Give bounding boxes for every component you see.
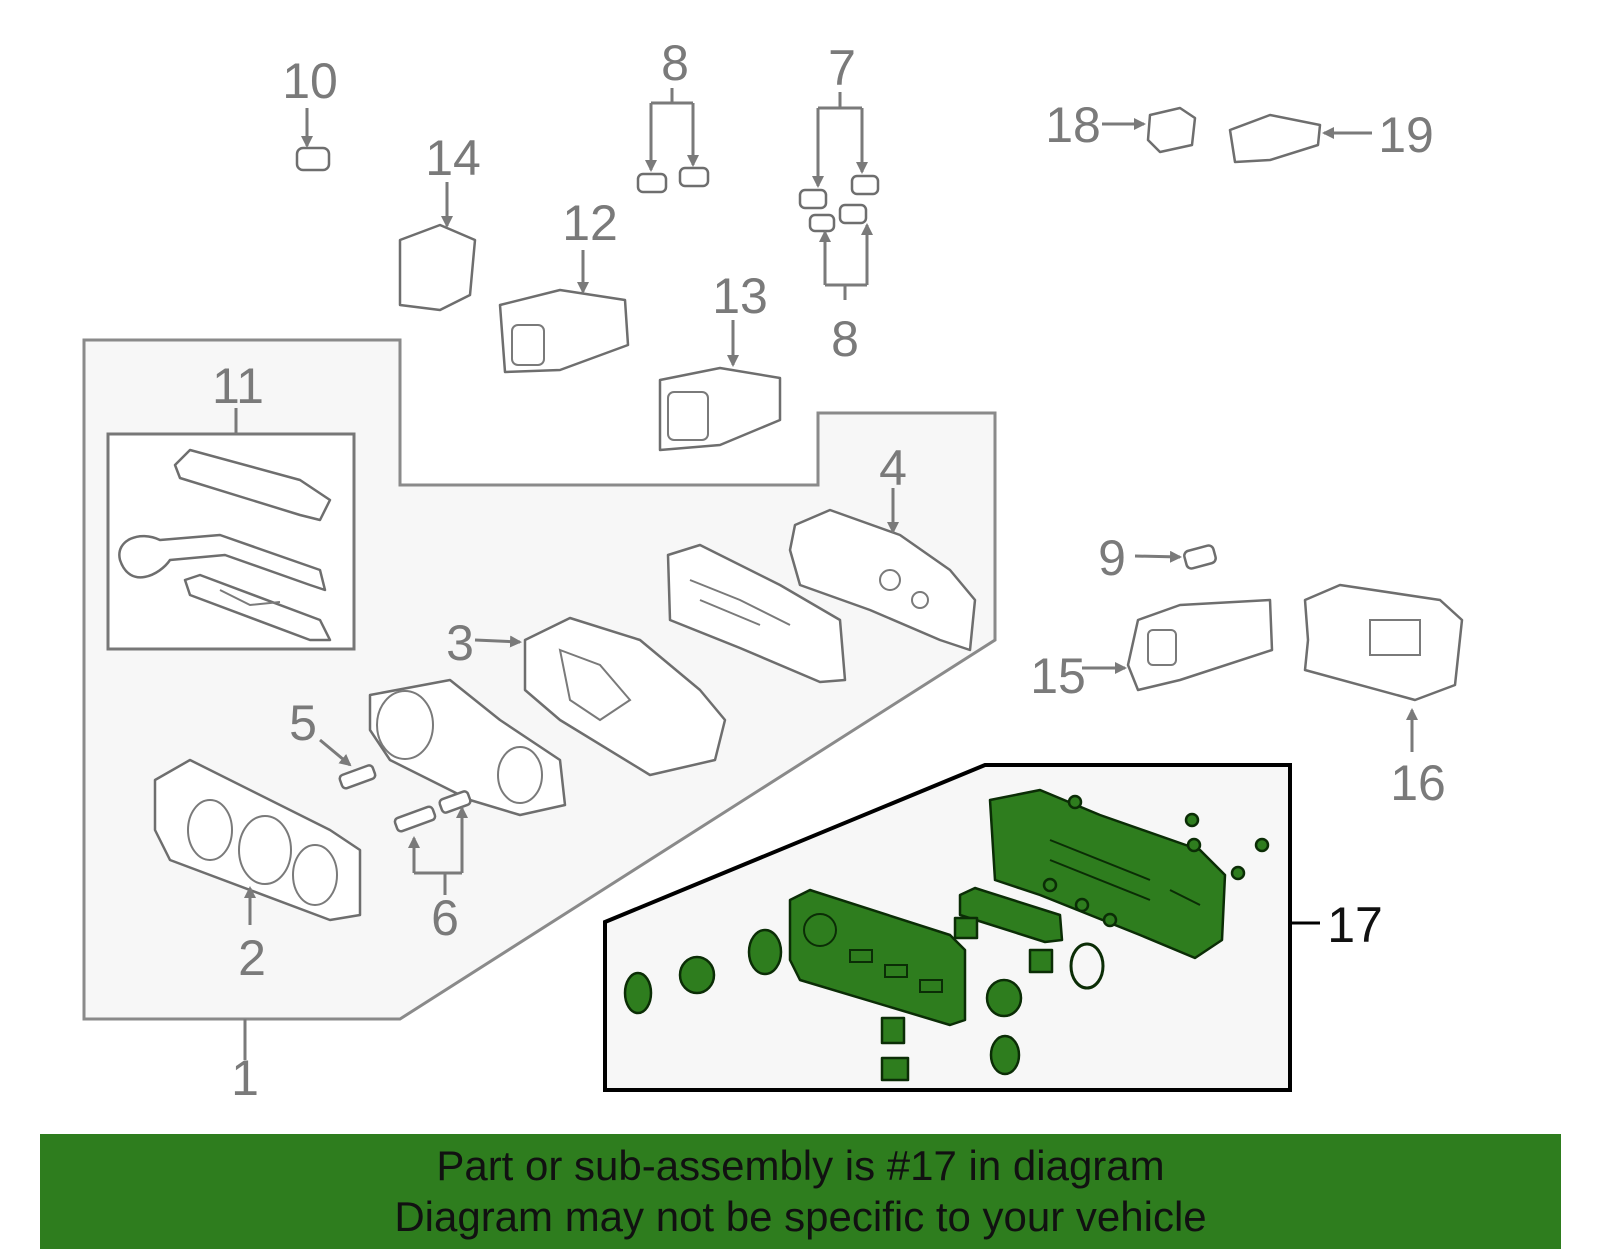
part-19-illustration bbox=[1228, 113, 1322, 164]
part-8-top-illustration bbox=[636, 166, 710, 194]
callout-2: 2 bbox=[238, 930, 266, 986]
callout-5: 5 bbox=[289, 695, 317, 751]
part-6-illustration bbox=[393, 790, 472, 833]
part-14-illustration bbox=[398, 223, 477, 312]
banner-line-disclaimer: Diagram may not be specific to your vehi… bbox=[394, 1193, 1207, 1240]
part-3-illustration bbox=[523, 616, 727, 777]
callout-16: 16 bbox=[1390, 755, 1446, 811]
callout-6: 6 bbox=[431, 890, 459, 946]
part-5-illustration bbox=[338, 764, 377, 790]
callout-18: 18 bbox=[1045, 97, 1101, 153]
callout-14: 14 bbox=[425, 130, 481, 186]
callout-8-bottom: 8 bbox=[831, 311, 859, 367]
callout-15: 15 bbox=[1030, 648, 1086, 704]
circuit-board-illustration bbox=[666, 543, 847, 684]
callout-8-top: 8 bbox=[661, 35, 689, 91]
part-10-illustration bbox=[295, 146, 331, 172]
callout-10: 10 bbox=[282, 53, 338, 109]
part-lens-illustration bbox=[368, 678, 567, 817]
part-4-illustration bbox=[788, 508, 977, 652]
diagram-notice-banner: Part or sub-assembly is #17 in diagram D… bbox=[40, 1134, 1561, 1249]
part-7-illustration bbox=[798, 174, 880, 233]
callout-19: 19 bbox=[1378, 107, 1434, 163]
part-16-illustration bbox=[1303, 583, 1464, 702]
part-2-illustration bbox=[153, 758, 362, 922]
callout-9: 9 bbox=[1098, 530, 1126, 586]
callout-13: 13 bbox=[712, 268, 768, 324]
part-11-illustration bbox=[118, 448, 332, 642]
part-17-illustration bbox=[623, 788, 1270, 1082]
part-18-illustration bbox=[1146, 106, 1197, 154]
banner-line-part-reference: Part or sub-assembly is #17 in diagram bbox=[436, 1142, 1165, 1189]
callout-7: 7 bbox=[828, 40, 856, 96]
part-12-illustration bbox=[498, 288, 630, 374]
part-9-illustration bbox=[1183, 544, 1217, 570]
callout-11: 11 bbox=[212, 358, 264, 414]
callout-17: 17 bbox=[1327, 897, 1383, 953]
part-13-illustration bbox=[658, 366, 782, 452]
callout-1: 1 bbox=[231, 1050, 259, 1106]
callout-4: 4 bbox=[879, 440, 907, 496]
callout-3: 3 bbox=[446, 615, 474, 671]
callout-12: 12 bbox=[562, 195, 618, 251]
part-15-illustration bbox=[1126, 598, 1274, 692]
